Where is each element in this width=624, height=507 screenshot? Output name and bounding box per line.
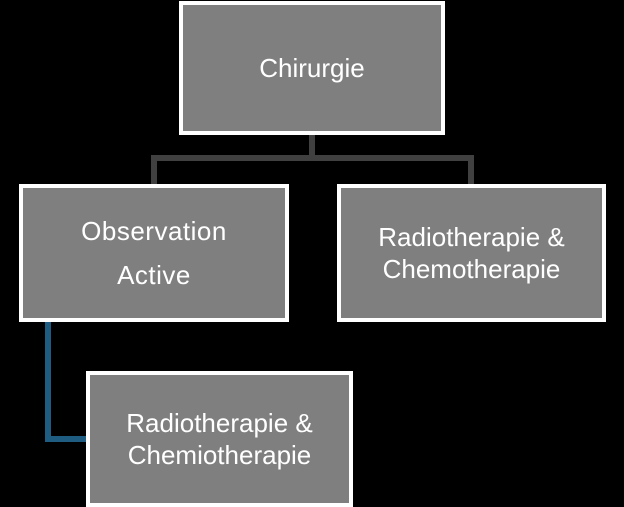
connector-root-to-observation xyxy=(151,135,315,184)
node-radio-chemo-label-line1: Radiotherapie & xyxy=(378,221,565,252)
node-radiotherapie-chemiotherapie: Radiotherapie & Chemiotherapie xyxy=(86,371,353,507)
node-radio-chemio-label-line2: Chemiotherapie xyxy=(127,440,312,470)
node-observation-label-line2: Active xyxy=(117,260,191,290)
node-observation-label-line1: Observation xyxy=(81,215,227,246)
connector-observation-to-radio-chemio xyxy=(45,322,86,442)
node-radio-chemio-label-line1: Radiotherapie & xyxy=(126,407,313,438)
node-chirurgie-label: Chirurgie xyxy=(259,52,365,83)
node-radio-chemo-label-line2: Chemotherapie xyxy=(382,254,561,284)
connector-root-to-radio-chemo xyxy=(312,155,474,184)
node-observation-active: Observation Active xyxy=(19,184,289,322)
node-radiotherapie-chemotherapie: Radiotherapie & Chemotherapie xyxy=(337,184,606,322)
node-chirurgie: Chirurgie xyxy=(179,1,445,135)
